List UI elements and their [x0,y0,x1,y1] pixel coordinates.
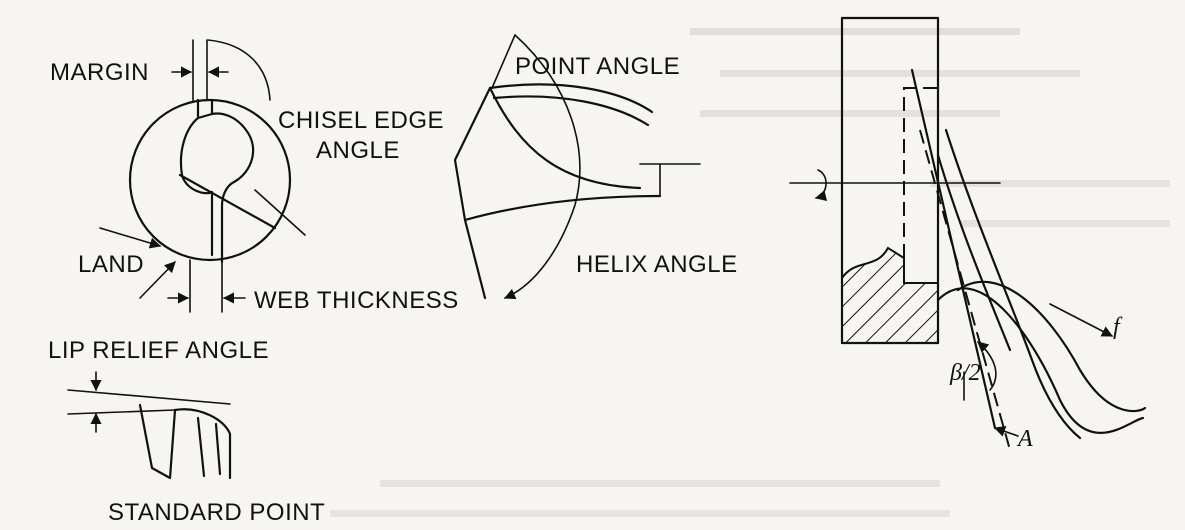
drill-side-view [453,34,701,300]
beta-half-label: β/2 [949,360,981,386]
web-thickness-label: WEB THICKNESS [254,287,459,314]
feed-label: f [1113,314,1123,340]
standard-point-label: STANDARD POINT [108,499,325,526]
lip-relief-angle-label: LIP RELIEF ANGLE [48,337,269,364]
point-angle-label: POINT ANGLE [515,53,680,80]
chisel-angle-label: ANGLE [316,137,400,164]
cutting-view [789,16,1147,451]
bleed-through-texture [330,28,1170,517]
margin-label: MARGIN [50,59,149,86]
a-label: A [1016,426,1033,452]
land-label: LAND [78,251,144,278]
chisel-edge-label: CHISEL EDGE [278,107,444,134]
standard-point-view [67,371,232,480]
helix-angle-label: HELIX ANGLE [576,251,738,278]
drill-end-view [99,39,306,313]
